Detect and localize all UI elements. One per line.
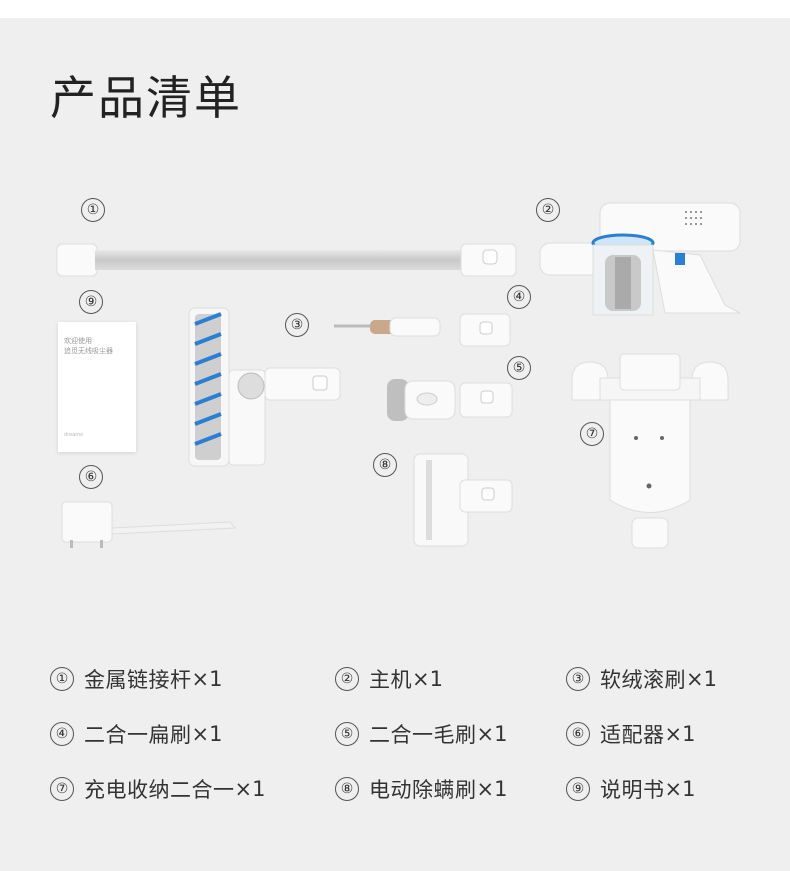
legend-count: ×1 — [664, 777, 696, 801]
main-unit-image — [539, 202, 741, 316]
legend-name: 金属链接杆 — [84, 668, 192, 692]
marker-3: ③ — [285, 313, 309, 337]
legend-item-7: ⑦ 充电收纳二合一 ×1 — [50, 774, 265, 804]
manual-text-line2: 追觅无线吸尘器 — [64, 347, 113, 355]
legend-number: ⑤ — [335, 722, 359, 746]
marker-5: ⑤ — [507, 356, 531, 380]
legend-count: ×1 — [476, 722, 508, 746]
legend-count: ×1 — [191, 667, 223, 691]
page-title: 产品清单 — [50, 71, 242, 125]
legend-count: ×1 — [686, 667, 717, 691]
legend-name: 二合一扁刷 — [84, 723, 192, 747]
marker-7: ⑦ — [580, 422, 604, 446]
legend-number: ⑨ — [566, 777, 590, 801]
marker-6: ⑥ — [79, 465, 103, 489]
legend-name: 充电收纳二合一 — [84, 778, 235, 802]
manual-text-line1: 欢迎使用 — [64, 337, 92, 345]
manual-brand-text: dreame — [64, 432, 84, 438]
legend-count: ×1 — [234, 777, 266, 801]
legend-count: ×1 — [191, 722, 223, 746]
legend-name: 二合一毛刷 — [369, 723, 477, 747]
marker-2: ② — [536, 198, 560, 222]
legend-item-2: ② 主机 ×1 — [335, 664, 443, 694]
legend-item-3: ③ 软绒滚刷 ×1 — [566, 664, 717, 694]
user-manual-image: 欢迎使用 追觅无线吸尘器 dreame — [58, 322, 136, 452]
legend-number: ⑥ — [566, 722, 590, 746]
mite-brush-image — [413, 453, 513, 547]
marker-8: ⑧ — [373, 453, 397, 477]
legend-number: ④ — [50, 722, 74, 746]
metal-tube-image — [56, 243, 517, 277]
legend-name: 电动除螨刷 — [369, 778, 477, 802]
legend-name: 适配器 — [600, 723, 665, 747]
marker-4: ④ — [507, 285, 531, 309]
charging-dock-image — [571, 353, 729, 549]
legend-number: ③ — [566, 667, 590, 691]
soft-roller-brush-image — [188, 307, 341, 467]
legend-count: ×1 — [476, 777, 508, 801]
legend-name: 软绒滚刷 — [600, 668, 686, 692]
adapter-image — [61, 501, 237, 548]
legend-item-5: ⑤ 二合一毛刷 ×1 — [335, 719, 507, 749]
legend-number: ② — [335, 667, 359, 691]
legend-item-9: ⑨ 说明书 ×1 — [566, 774, 695, 804]
legend-number: ① — [50, 667, 74, 691]
legend-count: ×1 — [664, 722, 696, 746]
legend-name: 主机 — [369, 668, 412, 692]
flat-brush-image — [334, 313, 511, 347]
marker-1: ① — [81, 198, 105, 222]
legend-item-1: ① 金属链接杆 ×1 — [50, 664, 222, 694]
legend-item-6: ⑥ 适配器 ×1 — [566, 719, 695, 749]
dust-brush-image — [387, 379, 513, 421]
marker-9: ⑨ — [79, 290, 103, 314]
legend-item-8: ⑧ 电动除螨刷 ×1 — [335, 774, 507, 804]
legend-name: 说明书 — [600, 778, 665, 802]
legend-number: ⑦ — [50, 777, 74, 801]
legend-count: ×1 — [412, 667, 443, 691]
legend-number: ⑧ — [335, 777, 359, 801]
legend-item-4: ④ 二合一扁刷 ×1 — [50, 719, 222, 749]
